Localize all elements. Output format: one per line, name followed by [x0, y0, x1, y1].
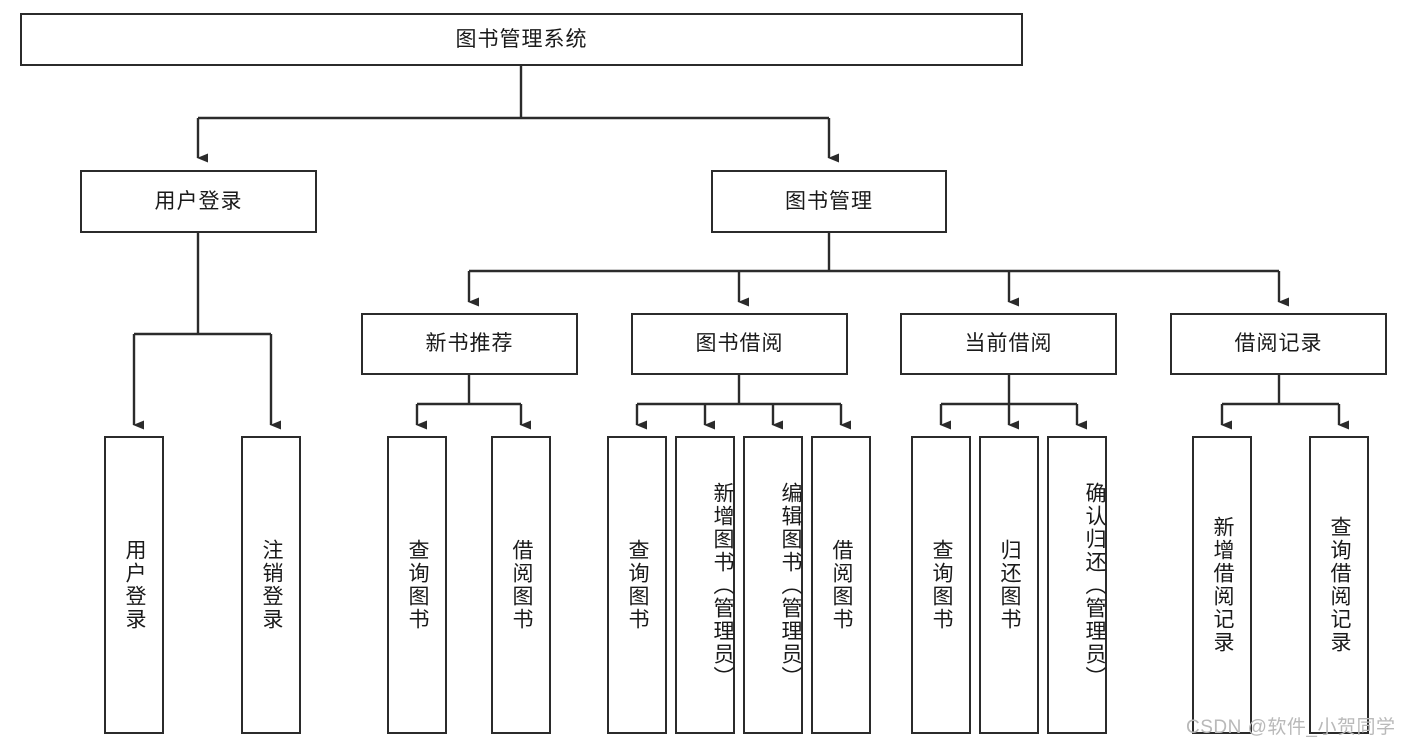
leaf-query-book-current[interactable]: 查询图书 [911, 436, 971, 734]
leaf-query-borrow-record[interactable]: 查询借阅记录 [1309, 436, 1369, 734]
node-current-borrowing[interactable]: 当前借阅 [900, 313, 1117, 375]
leaf-logout[interactable]: 注销登录 [241, 436, 301, 734]
leaf-add-borrow-record[interactable]: 新增借阅记录 [1192, 436, 1252, 734]
leaf-return-book[interactable]: 归还图书 [979, 436, 1039, 734]
csdn-watermark: CSDN @软件_小贺同学 [1186, 717, 1396, 738]
node-new-book-recommendation[interactable]: 新书推荐 [361, 313, 578, 375]
leaf-borrow-book-recommendation[interactable]: 借阅图书 [491, 436, 551, 734]
leaf-edit-book-admin[interactable]: 编辑图书（管理员） [743, 436, 803, 734]
node-user-login[interactable]: 用户登录 [80, 170, 317, 233]
node-book-borrowing[interactable]: 图书借阅 [631, 313, 848, 375]
leaf-query-book-recommendation[interactable]: 查询图书 [387, 436, 447, 734]
node-borrowing-records[interactable]: 借阅记录 [1170, 313, 1387, 375]
leaf-add-book-admin[interactable]: 新增图书（管理员） [675, 436, 735, 734]
node-root-system[interactable]: 图书管理系统 [20, 13, 1023, 66]
node-book-management[interactable]: 图书管理 [711, 170, 947, 233]
leaf-query-book-borrowing[interactable]: 查询图书 [607, 436, 667, 734]
leaf-borrow-book-borrowing[interactable]: 借阅图书 [811, 436, 871, 734]
leaf-confirm-return-admin[interactable]: 确认归还（管理员） [1047, 436, 1107, 734]
leaf-user-login[interactable]: 用户登录 [104, 436, 164, 734]
